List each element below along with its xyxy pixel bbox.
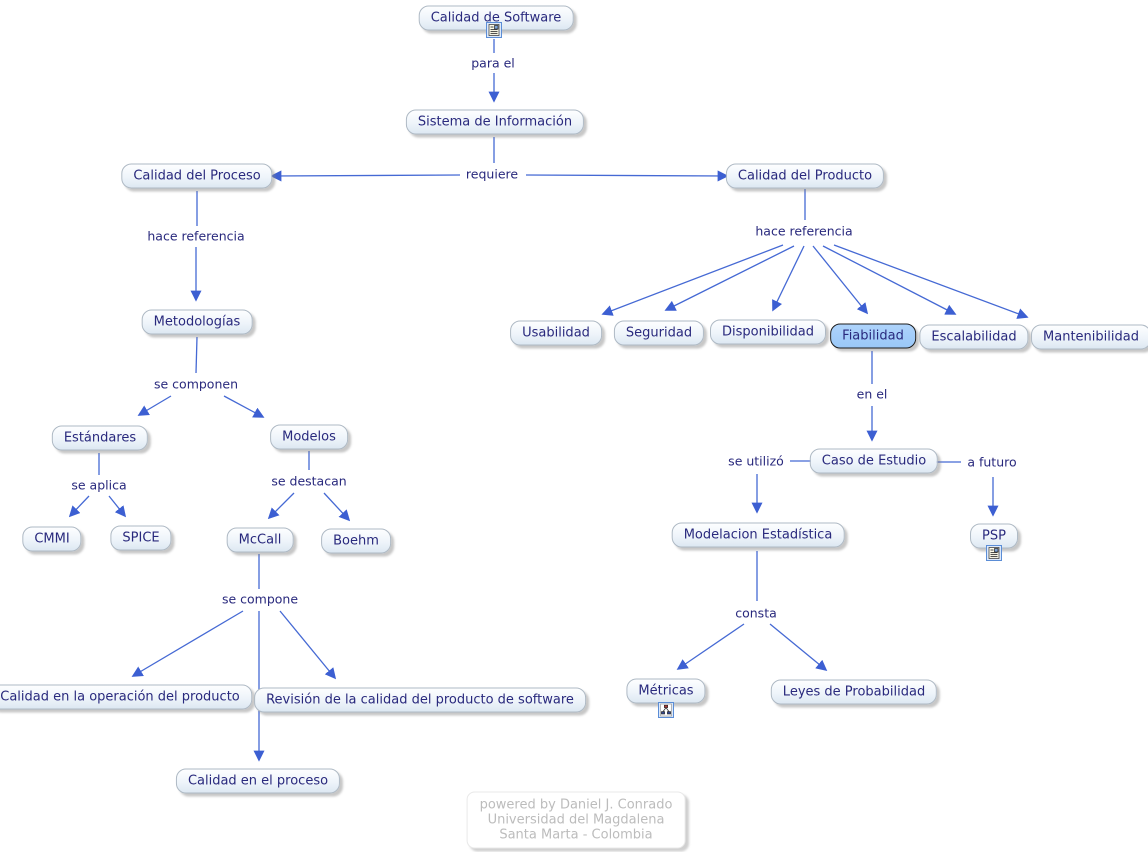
node-mccall[interactable]: McCall [226,527,294,553]
cmap-icon[interactable] [658,702,674,718]
node-leyes-de-probabilidad[interactable]: Leyes de Probabilidad [770,679,938,705]
resource-icon[interactable] [986,545,1002,561]
resource-icon[interactable] [486,22,502,38]
node-cmmi[interactable]: CMMI [22,526,82,552]
node-spice[interactable]: SPICE [110,525,172,551]
footer-line-1: powered by Daniel J. Conrado [479,797,673,813]
node-revision-calidad-producto[interactable]: Revisión de la calidad del producto de s… [254,687,586,713]
node-fiabilidad-selected[interactable]: Fiabilidad [830,323,916,349]
node-modelos[interactable]: Modelos [270,424,348,450]
link-se-destacan[interactable]: se destacan [268,473,350,489]
link-en-el[interactable]: en el [853,386,891,402]
node-modelacion-estadistica[interactable]: Modelacion Estadística [671,522,845,548]
node-calidad-del-producto[interactable]: Calidad del Producto [725,163,885,189]
node-calidad-en-el-proceso[interactable]: Calidad en el proceso [175,768,341,794]
node-caso-de-estudio[interactable]: Caso de Estudio [809,448,939,474]
node-metricas[interactable]: Métricas [626,678,706,704]
footer-credits: powered by Daniel J. Conrado Universidad… [466,791,686,849]
link-consta[interactable]: consta [732,605,780,621]
link-a-futuro[interactable]: a futuro [964,454,1020,470]
link-se-aplica[interactable]: se aplica [68,477,130,493]
node-estandares[interactable]: Estándares [51,425,149,451]
link-hace-referencia-right[interactable]: hace referencia [752,223,856,239]
node-disponibilidad[interactable]: Disponibilidad [709,319,827,345]
link-se-componen[interactable]: se componen [151,376,241,392]
node-escalabilidad[interactable]: Escalabilidad [919,324,1029,350]
footer-line-3: Santa Marta - Colombia [499,827,653,843]
node-calidad-del-proceso[interactable]: Calidad del Proceso [121,163,273,189]
link-requiere[interactable]: requiere [462,166,522,182]
link-hace-referencia-left[interactable]: hace referencia [144,228,248,244]
node-seguridad[interactable]: Seguridad [613,320,705,346]
node-calidad-operacion-producto[interactable]: Calidad en la operación del producto [0,684,252,710]
link-se-compone[interactable]: se compone [218,591,302,607]
node-metodologias[interactable]: Metodologías [141,309,253,335]
node-mantenibilidad[interactable]: Mantenibilidad [1031,324,1148,350]
link-se-utilizo[interactable]: se utilizó [725,453,787,469]
node-sistema-de-informacion[interactable]: Sistema de Información [405,109,585,135]
node-boehm[interactable]: Boehm [321,528,391,554]
footer-line-2: Universidad del Magdalena [487,812,665,828]
node-usabilidad[interactable]: Usabilidad [510,320,602,346]
link-para-el[interactable]: para el [468,55,518,71]
